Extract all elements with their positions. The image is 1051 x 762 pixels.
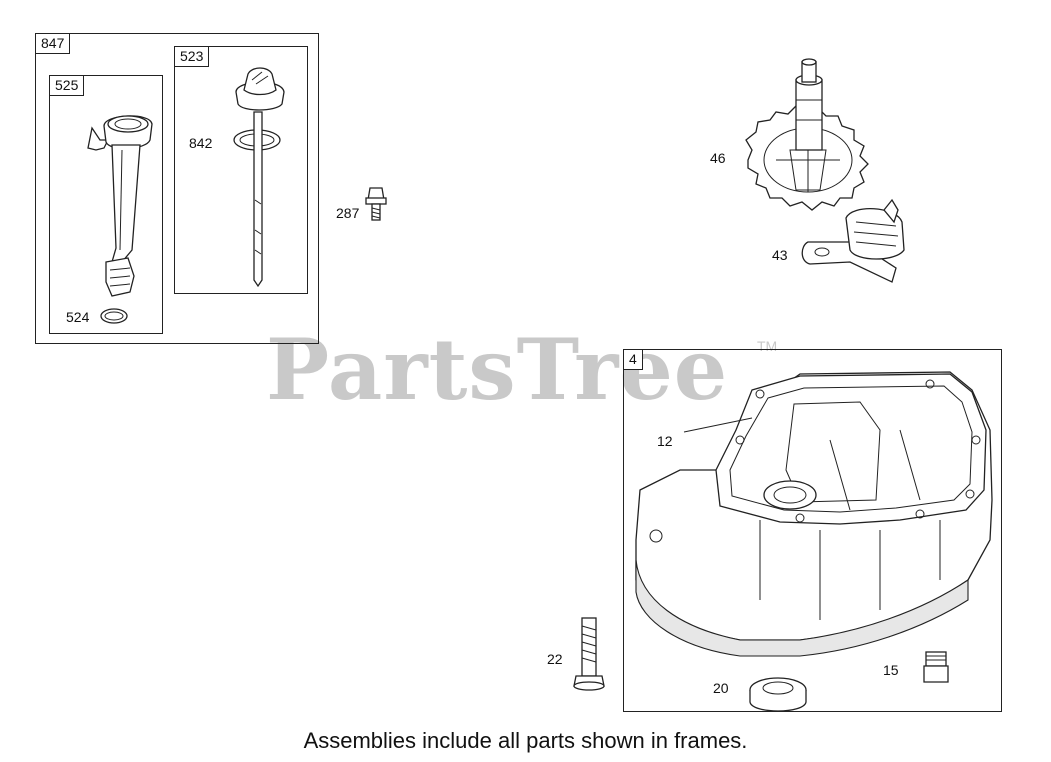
callout-287: 287 bbox=[336, 205, 360, 221]
frame-label-4: 4 bbox=[623, 349, 643, 370]
frame-label-523: 523 bbox=[174, 46, 210, 67]
footer-note: Assemblies include all parts shown in fr… bbox=[303, 728, 748, 753]
callout-20: 20 bbox=[713, 680, 729, 696]
bolt-287-drawing bbox=[365, 187, 387, 221]
callout-46: 46 bbox=[710, 150, 726, 166]
frame-525: 525 bbox=[49, 75, 163, 334]
callout-524: 524 bbox=[66, 309, 90, 325]
watermark: PartsTree bbox=[266, 320, 729, 419]
sump-drawing bbox=[635, 371, 993, 657]
frame-4: 4 bbox=[623, 349, 1002, 712]
drain-plug-drawing bbox=[923, 651, 949, 683]
watermark-trademark: TM bbox=[757, 338, 778, 354]
dipstick-drawing bbox=[233, 67, 285, 288]
callout-15: 15 bbox=[883, 662, 899, 678]
frame-label-525: 525 bbox=[49, 75, 85, 96]
callout-22: 22 bbox=[547, 651, 563, 667]
bolt-22-drawing bbox=[573, 617, 605, 691]
callout-842: 842 bbox=[189, 135, 213, 151]
frame-847: 847 bbox=[35, 33, 319, 344]
cam-gear-drawing bbox=[745, 58, 869, 211]
dipstick-tube-drawing bbox=[87, 115, 153, 324]
frame-523: 523 bbox=[174, 46, 308, 294]
governor-drawing bbox=[801, 198, 905, 283]
oil-seal-drawing bbox=[749, 677, 807, 712]
frame-label-847: 847 bbox=[35, 33, 71, 54]
callout-12: 12 bbox=[657, 433, 673, 449]
callout-43: 43 bbox=[772, 247, 788, 263]
